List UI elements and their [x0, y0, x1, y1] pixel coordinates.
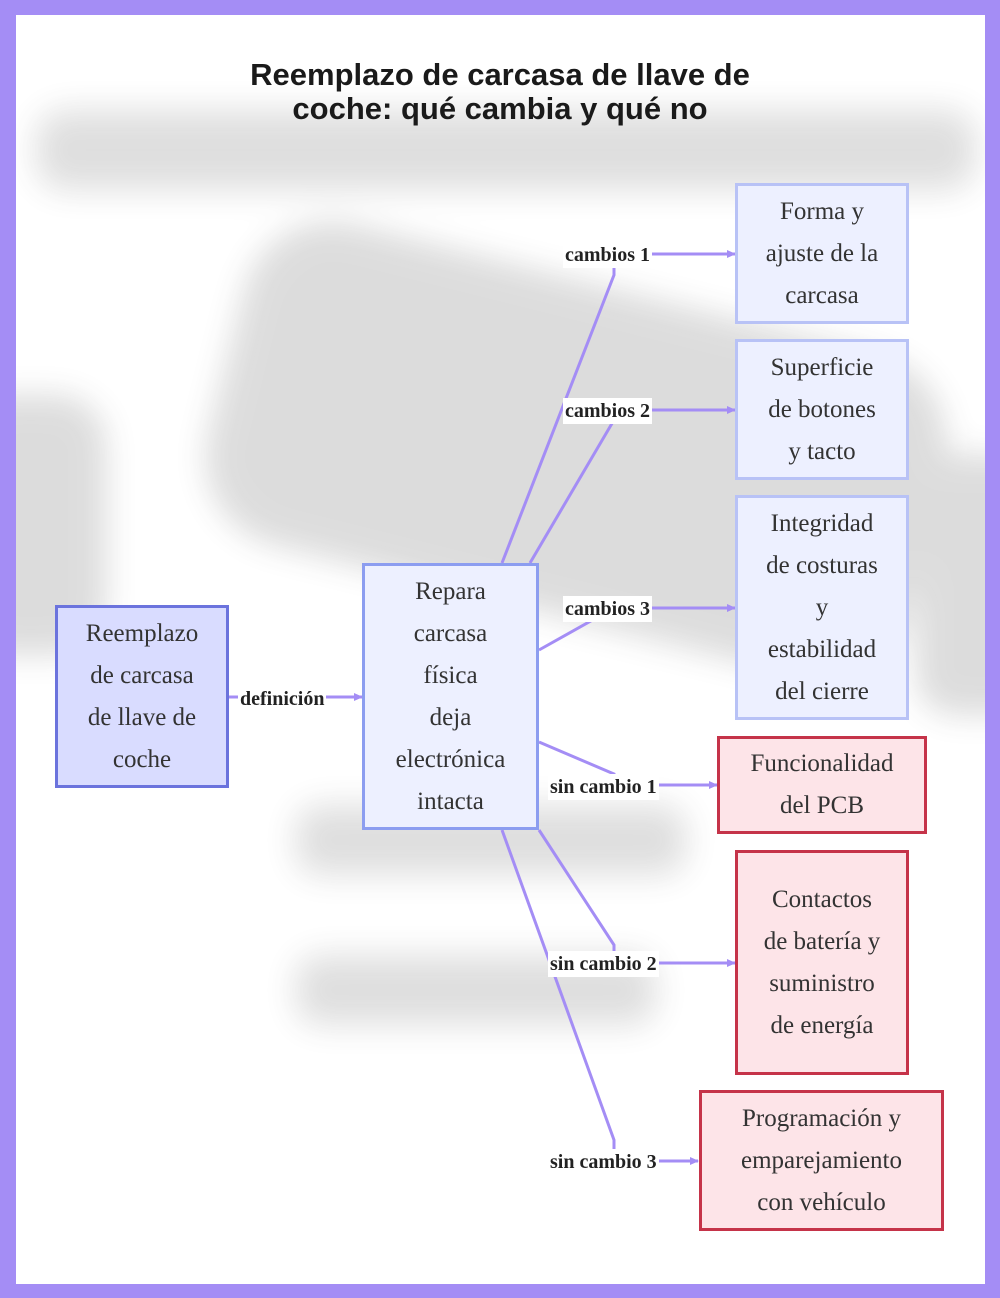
node-root: Reemplazo de carcasa de llave de coche	[55, 605, 229, 788]
edge-same-3	[500, 829, 699, 1165]
node-change-1-line: Forma y	[779, 197, 865, 225]
node-same-2-line: de batería y	[763, 927, 881, 955]
node-change-1-line: carcasa	[785, 281, 859, 309]
node-center-line: física	[423, 661, 478, 689]
diagram-title: Reemplazo de carcasa de llave de coche: …	[0, 58, 1000, 126]
node-change-3-line: de costuras	[766, 551, 878, 579]
node-center-line: intacta	[417, 787, 484, 815]
edge-label-change-2: cambios 2	[563, 398, 652, 424]
edge-same-2	[537, 829, 736, 967]
node-root-line: de carcasa	[90, 661, 194, 689]
node-same-2-line: Contactos	[772, 885, 872, 913]
node-change-2-line: de botones	[768, 395, 876, 423]
node-change-2-line: y tacto	[788, 437, 856, 465]
node-change-2: Superficie de botones y tacto	[735, 339, 909, 480]
node-same-3-line: con vehículo	[757, 1188, 886, 1216]
node-center-line: carcasa	[413, 619, 488, 647]
node-same-3: Programación y emparejamiento con vehícu…	[699, 1090, 944, 1231]
node-root-line: de llave de	[87, 703, 197, 731]
node-same-2-line: de energía	[770, 1011, 874, 1039]
node-same-3-line: Programación y	[742, 1104, 901, 1132]
node-change-3-line: Integridad	[770, 509, 874, 537]
node-center-line: electrónica	[395, 745, 506, 773]
node-center-line: Repara	[415, 577, 486, 605]
title-line-1: Reemplazo de carcasa de llave de	[250, 57, 750, 92]
node-same-2: Contactos de batería y suministro de ene…	[735, 850, 909, 1075]
edge-label-same-2: sin cambio 2	[548, 951, 659, 977]
node-root-line: Reemplazo	[85, 619, 199, 647]
node-change-3-line: y	[815, 593, 829, 621]
node-same-1-line: Funcionalidad	[750, 750, 894, 777]
node-change-1: Forma y ajuste de la carcasa	[735, 183, 909, 324]
edge-label-same-3: sin cambio 3	[548, 1149, 659, 1175]
node-center: Repara carcasa física deja electrónica i…	[362, 563, 539, 830]
node-same-1-line: del PCB	[779, 792, 865, 819]
edge-label-change-1: cambios 1	[563, 242, 652, 268]
title-line-2: coche: qué cambia y qué no	[292, 91, 708, 126]
node-change-3-line: estabilidad	[767, 635, 877, 663]
node-same-2-line: suministro	[769, 969, 875, 997]
node-same-3-line: emparejamiento	[740, 1146, 903, 1174]
node-same-1: Funcionalidad del PCB	[717, 736, 927, 834]
node-change-1-line: ajuste de la	[765, 239, 879, 267]
node-change-3: Integridad de costuras y estabilidad del…	[735, 495, 909, 720]
node-change-3-line: del cierre	[775, 677, 869, 705]
node-root-line: coche	[112, 745, 172, 773]
node-center-line: deja	[429, 703, 472, 731]
edge-label-change-3: cambios 3	[563, 596, 652, 622]
edge-label-definition: definición	[238, 686, 327, 712]
edge-label-same-1: sin cambio 1	[548, 774, 659, 800]
node-change-2-line: Superficie	[770, 353, 874, 381]
edge-change-2	[528, 406, 736, 564]
